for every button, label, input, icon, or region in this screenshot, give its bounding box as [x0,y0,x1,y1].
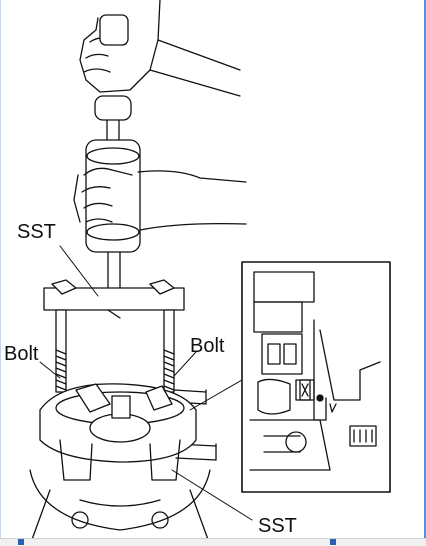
puller-jaws [39,383,197,481]
label-bolt-left: Bolt [4,343,39,365]
rod-knob [99,14,129,46]
axle-housing [29,469,211,545]
lower-hand [73,167,247,231]
left-border [0,0,1,545]
toolbar-item-left[interactable] [18,539,27,545]
bottom-toolbar [0,538,426,546]
label-bolt-right: Bolt [190,335,225,357]
cross-bar [43,279,185,319]
label-sst-bottom: SST [258,515,297,537]
slide-hammer-rod [85,95,141,297]
inset-detail [241,261,391,493]
toolbar-square-icon [18,539,24,545]
right-border [424,0,426,545]
upper-hand [79,0,241,97]
toolbar-item-right[interactable] [330,539,339,545]
label-sst-top: SST [17,221,56,243]
leader-lines [39,245,253,521]
toolbar-square-icon [330,539,336,545]
